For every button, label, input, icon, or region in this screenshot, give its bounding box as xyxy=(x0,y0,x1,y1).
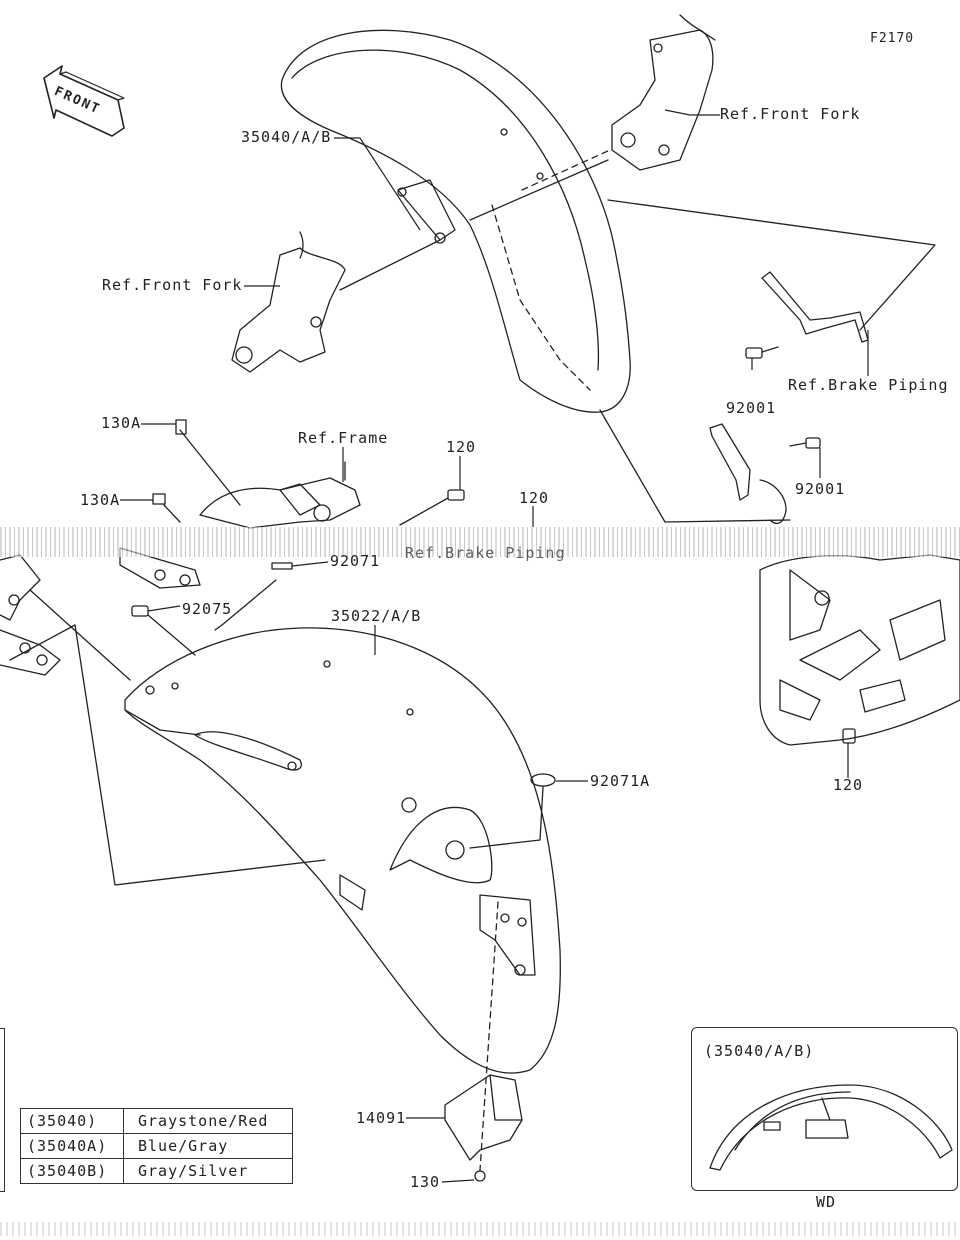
brake-bracket-upper-shape xyxy=(745,271,869,359)
callout-92001-a: 92001 xyxy=(726,399,777,417)
rear-fender-shape xyxy=(124,627,561,1074)
callout-120-c: 120 xyxy=(833,776,864,794)
variant-code: (35040B) xyxy=(20,1158,124,1184)
color-variant-table: (35040) Graystone/Red (35040A) Blue/Gray… xyxy=(20,1108,293,1184)
rear-fender-dashline xyxy=(479,901,499,1171)
inset-fender-shape xyxy=(709,1084,953,1171)
variant-color: Gray/Silver xyxy=(123,1158,293,1184)
inset-title: (35040/A/B) xyxy=(704,1042,815,1060)
variant-color: Graystone/Red xyxy=(123,1108,293,1134)
callout-130a-upper: 130A xyxy=(101,414,142,432)
variant-color: Blue/Gray xyxy=(123,1133,293,1159)
front-fork-right-shape xyxy=(611,14,716,171)
front-arrow-icon xyxy=(43,65,125,137)
outline-line-a xyxy=(607,199,936,331)
scan-noise-bottom xyxy=(0,1222,960,1236)
grommet-92071a-shape xyxy=(530,773,556,787)
front-fork-left-shape xyxy=(231,231,346,373)
rear-fender-trim-shape xyxy=(444,1074,523,1182)
bolt-130a-lower-shape xyxy=(152,493,166,505)
front-fender-dashline xyxy=(491,204,591,391)
callout-92001-b: 92001 xyxy=(795,480,846,498)
inset-caption: WD xyxy=(816,1193,837,1211)
callout-130: 130 xyxy=(410,1173,441,1191)
inset-box: (35040/A/B) xyxy=(691,1027,958,1191)
table-row: (35040) Graystone/Red xyxy=(20,1108,293,1134)
outline-line-b xyxy=(599,409,791,523)
callout-92075: 92075 xyxy=(182,600,233,618)
bolt-130a-upper-shape xyxy=(175,419,187,435)
callout-130a-lower: 130A xyxy=(80,491,121,509)
callout-92071: 92071 xyxy=(330,552,381,570)
callout-ref-front-fork-left[interactable]: Ref.Front Fork xyxy=(102,276,243,294)
fork-dashline xyxy=(521,149,611,191)
callout-120-b: 120 xyxy=(519,489,550,507)
bolt-120-shape xyxy=(447,489,465,501)
frame-assembly-shape xyxy=(199,461,361,529)
left-partial-box xyxy=(0,1028,5,1192)
table-row: (35040A) Blue/Gray xyxy=(20,1133,293,1159)
rear-frame-right-shape xyxy=(759,554,960,746)
outline-line-d xyxy=(29,589,131,681)
callout-ref-brake-piping[interactable]: Ref.Brake Piping xyxy=(788,376,949,394)
scan-noise-band xyxy=(0,527,960,557)
callout-ref-front-fork-right[interactable]: Ref.Front Fork xyxy=(720,105,861,123)
fork-leader-right xyxy=(469,159,609,221)
leader-130a-upper xyxy=(179,429,241,506)
callout-92071a: 92071A xyxy=(590,772,651,790)
callout-120-a: 120 xyxy=(446,438,477,456)
leader-130a-lower xyxy=(163,504,181,523)
variant-code: (35040) xyxy=(20,1108,124,1134)
outline-line-c xyxy=(74,624,326,886)
variant-code: (35040A) xyxy=(20,1133,124,1159)
front-fender-shape xyxy=(280,29,631,413)
callout-rear-fender: 35022/A/B xyxy=(331,607,422,625)
outline-line-e xyxy=(9,624,76,661)
callout-ref-frame[interactable]: Ref.Frame xyxy=(298,429,389,447)
brake-bracket-lower-shape xyxy=(709,423,821,525)
diagram-code: F2170 xyxy=(870,31,915,46)
callout-front-fender: 35040/A/B xyxy=(241,128,332,146)
callout-14091: 14091 xyxy=(356,1109,407,1127)
fork-leader-left xyxy=(339,239,441,291)
callout-ref-brake-piping-lower[interactable]: Ref.Brake Piping xyxy=(405,544,566,562)
table-row: (35040B) Gray/Silver xyxy=(20,1158,293,1184)
